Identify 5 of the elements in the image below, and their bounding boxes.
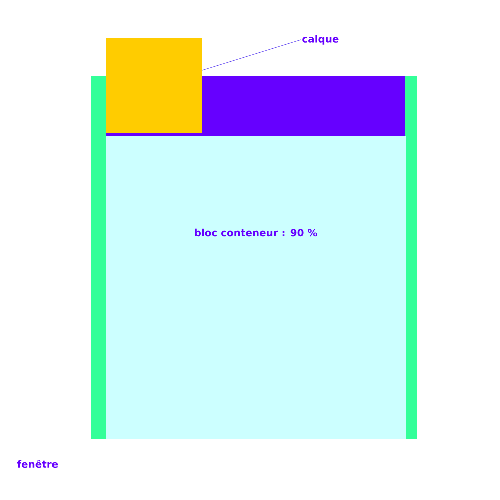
callout-text: calque <box>302 35 339 45</box>
caption-text: fenêtre <box>17 460 58 468</box>
leader-line <box>202 40 302 71</box>
layer-square <box>106 38 202 133</box>
container-block: bloc conteneur : 90 % <box>106 136 406 439</box>
